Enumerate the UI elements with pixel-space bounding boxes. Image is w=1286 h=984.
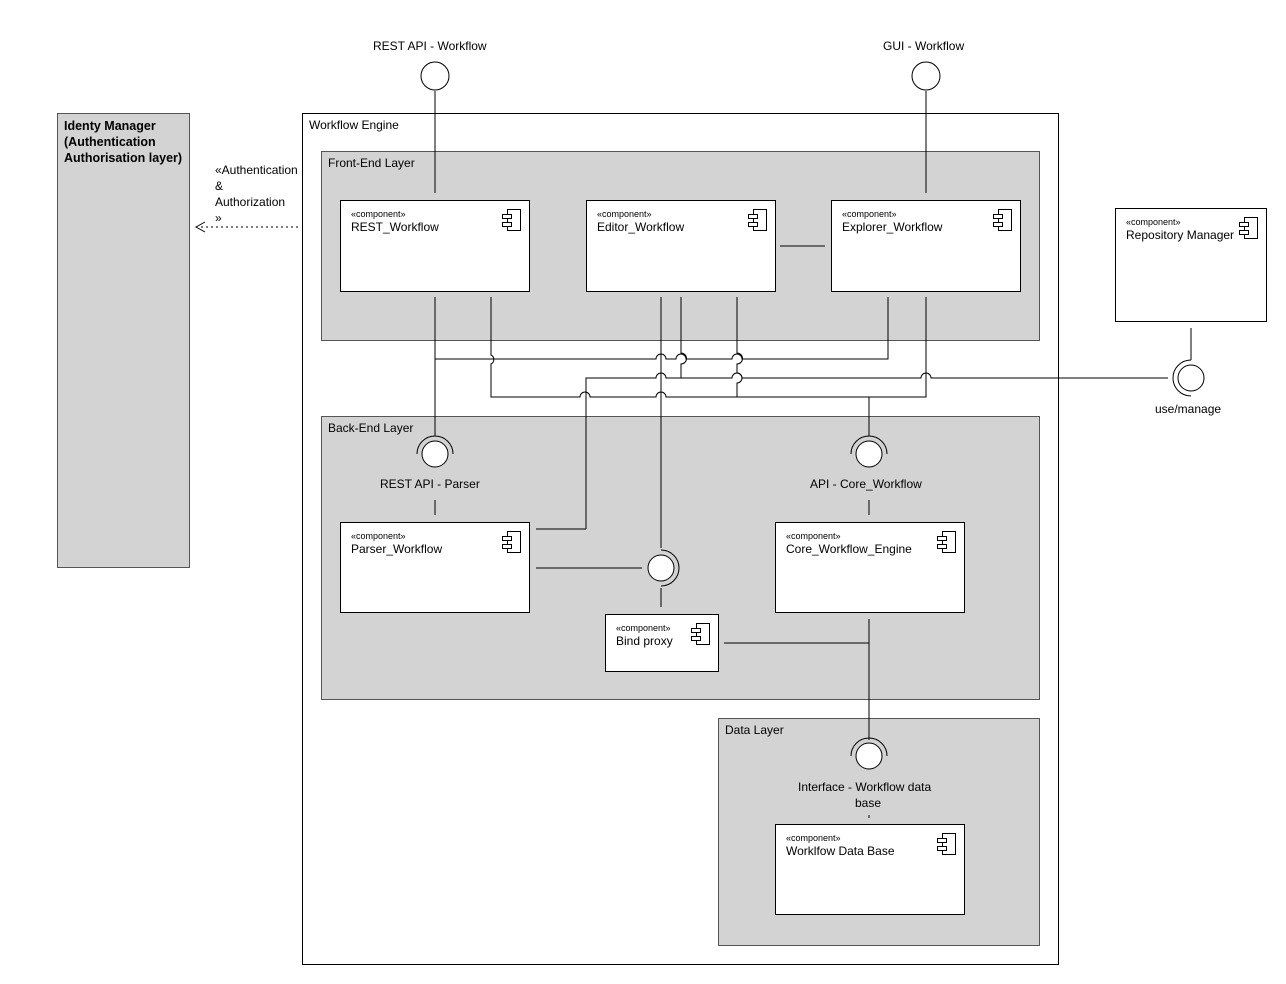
component-icon xyxy=(691,623,710,645)
component-name: Explorer_Workflow xyxy=(842,220,943,234)
component-icon xyxy=(993,209,1012,231)
component-icon xyxy=(937,531,956,553)
component-stereotype: «component» xyxy=(786,531,841,541)
parser-to-repository-wire xyxy=(536,372,1168,530)
dependency-label-line2: & xyxy=(215,179,224,193)
dependency-label-line3: Authorization xyxy=(215,195,286,209)
editor-wire-b xyxy=(736,297,743,397)
workflow-engine-title: Workflow Engine xyxy=(309,118,399,132)
dependency-label-line4: » xyxy=(215,211,222,225)
component-name: Core_Workflow_Engine xyxy=(786,542,912,556)
component-icon xyxy=(502,209,521,231)
rest-to-core-wire xyxy=(490,297,870,436)
db-interface-socket-icon xyxy=(850,737,888,757)
workflow-data-base-component[interactable]: «component» Worklfow Data Base xyxy=(775,824,965,915)
component-icon xyxy=(937,833,956,855)
auth-dependency-arrowhead xyxy=(194,221,206,233)
core-workflow-engine-component[interactable]: «component» Core_Workflow_Engine xyxy=(775,522,965,613)
use-manage-socket-icon xyxy=(1172,359,1192,397)
component-stereotype: «component» xyxy=(1126,217,1181,227)
component-stereotype: «component» xyxy=(786,833,841,843)
component-name: REST_Workflow xyxy=(351,220,439,234)
db-interface-label-line1: Interface - Workflow data xyxy=(798,780,932,794)
identity-manager-box[interactable]: Identy Manager (Authentication Authorisa… xyxy=(57,113,190,568)
parser-workflow-component[interactable]: «component» Parser_Workflow xyxy=(340,522,530,613)
rest-api-workflow-interface-icon xyxy=(420,61,450,91)
rest-api-parser-ball-icon xyxy=(421,440,449,468)
explorer-workflow-component[interactable]: «component» Explorer_Workflow xyxy=(831,200,1021,292)
component-stereotype: «component» xyxy=(842,209,897,219)
data-layer-title: Data Layer xyxy=(725,723,784,737)
rest-api-workflow-label: REST API - Workflow xyxy=(373,39,487,53)
component-name: Editor_Workflow xyxy=(597,220,685,234)
component-name: Bind proxy xyxy=(616,634,673,648)
component-name: Worklfow Data Base xyxy=(786,844,895,858)
back-end-layer-title: Back-End Layer xyxy=(328,421,414,435)
api-core-workflow-label: API - Core_Workflow xyxy=(810,477,922,491)
dependency-label-line1: «Authentication xyxy=(215,163,298,177)
component-stereotype: «component» xyxy=(351,531,406,541)
component-icon xyxy=(1239,217,1258,239)
use-manage-ball-icon xyxy=(1177,364,1205,392)
db-interface-label-line2: base xyxy=(855,796,882,810)
component-stereotype: «component» xyxy=(351,209,406,219)
component-icon xyxy=(502,531,521,553)
connectors xyxy=(194,91,1192,818)
api-core-ball-icon xyxy=(855,440,883,468)
rest-workflow-component[interactable]: «component» REST_Workflow xyxy=(340,200,530,292)
explorer-to-core-wire xyxy=(869,297,927,398)
identity-manager-title: Identy Manager (Authentication Authorisa… xyxy=(64,119,183,165)
editor-wire-a xyxy=(680,297,687,378)
bind-proxy-ball-icon xyxy=(647,554,675,582)
component-name: Repository Manager xyxy=(1126,228,1235,242)
bind-proxy-component[interactable]: «component» Bind proxy xyxy=(605,614,719,672)
gui-workflow-label: GUI - Workflow xyxy=(883,39,965,53)
component-stereotype: «component» xyxy=(616,623,671,633)
gui-workflow-interface-icon xyxy=(911,61,941,91)
use-manage-label: use/manage xyxy=(1155,402,1222,416)
bind-proxy-socket-icon xyxy=(660,549,680,587)
component-stereotype: «component» xyxy=(597,209,652,219)
db-interface-ball-icon xyxy=(855,742,883,770)
component-icon xyxy=(748,209,767,231)
api-core-socket-icon xyxy=(850,435,888,455)
rest-api-parser-label: REST API - Parser xyxy=(380,477,480,491)
editor-workflow-component[interactable]: «component» Editor_Workflow xyxy=(586,200,776,292)
component-name: Parser_Workflow xyxy=(351,542,443,556)
repository-manager-component[interactable]: «component» Repository Manager xyxy=(1115,208,1267,322)
front-end-layer-title: Front-End Layer xyxy=(328,156,415,170)
rest-api-parser-socket-icon xyxy=(416,435,454,455)
